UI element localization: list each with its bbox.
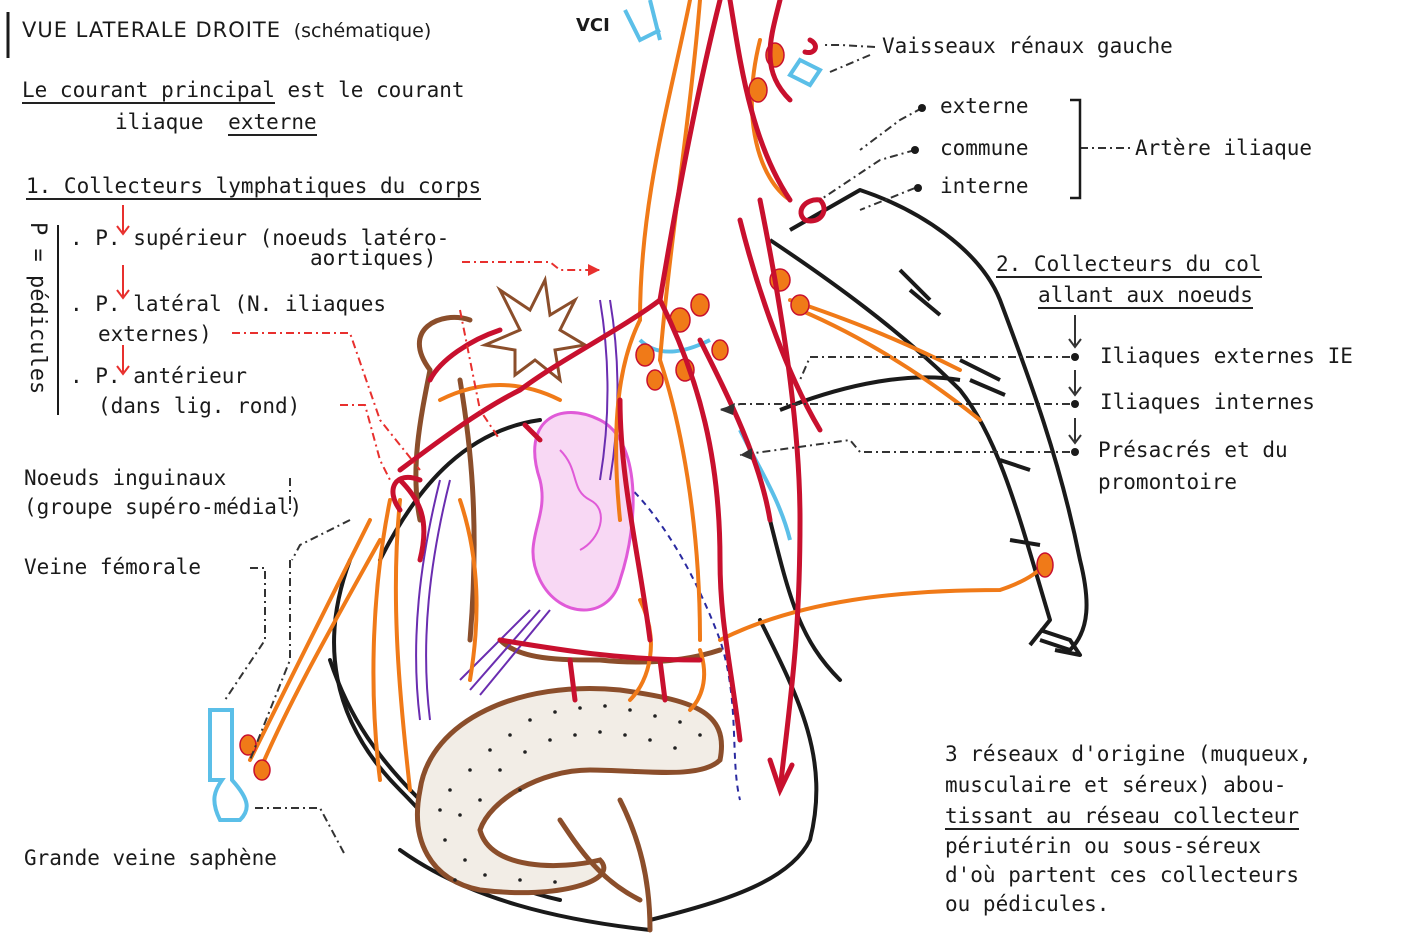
renal-vessels-label: Vaisseaux rénaux gauche xyxy=(882,34,1173,58)
node-arrows xyxy=(1069,315,1081,443)
inguinal-group-label: (groupe supéro-médial) xyxy=(24,495,302,519)
iliac-bracket xyxy=(1070,100,1080,198)
pedicle-superior-2: aortiques) xyxy=(310,246,436,270)
page-title: VUE LATERALE DROITE (schématique) xyxy=(22,18,431,43)
node-presacral-1: Présacrés et du xyxy=(1098,438,1288,462)
intro-external: externe xyxy=(228,110,317,136)
femoral-vein-label: Veine fémorale xyxy=(24,555,201,579)
pedicule-side-label: P = pédicules xyxy=(22,222,52,422)
note-line-5: d'où partent ces collecteurs xyxy=(945,863,1299,887)
intro-main-current: Le courant principal xyxy=(22,78,275,104)
section1-heading: 1. Collecteurs lymphatiques du corps xyxy=(26,174,481,200)
pedicle-anterior-1: . P. antérieur xyxy=(70,364,247,388)
pedicle-lateral-1: . P. latéral (N. iliaques xyxy=(70,292,386,316)
intro-line-1: Le courant principal est le courant xyxy=(22,78,465,102)
note-line-1: 3 réseaux d'origine (muqueux, xyxy=(945,742,1312,766)
pedicule-text: P = pédicules xyxy=(25,222,50,394)
iliac-external-label: externe xyxy=(940,94,1029,118)
inguinal-nodes-label: Noeuds inguinaux xyxy=(24,466,226,490)
note-line-4: périutérin ou sous-séreux xyxy=(945,834,1261,858)
pedicle-lateral-2: externes) xyxy=(98,322,212,346)
node-iliac-external: Iliaques externes IE xyxy=(1100,344,1353,368)
title-sub: (schématique) xyxy=(294,20,432,42)
rectum xyxy=(418,688,722,892)
note-line-2: musculaire et séreux) abou- xyxy=(945,773,1286,797)
node-presacral-2: promontoire xyxy=(1098,470,1237,494)
title-main: VUE LATERALE DROITE xyxy=(22,18,281,42)
intro-iliac: iliaque xyxy=(115,110,204,134)
pedicle-anterior-2: (dans lig. rond) xyxy=(98,394,300,418)
iliac-common-label: commune xyxy=(940,136,1029,160)
lymphatic-collectors xyxy=(250,0,1050,790)
section2-heading-2: allant aux noeuds xyxy=(1038,283,1253,309)
note-line-3: tissant au réseau collecteur xyxy=(945,804,1299,830)
iliac-internal-label: interne xyxy=(940,174,1029,198)
intro-line-2: iliaque externe xyxy=(115,110,317,134)
great-saphenous-label: Grande veine saphène xyxy=(24,846,277,870)
iliac-artery-label: Artère iliaque xyxy=(1135,136,1312,160)
section2-heading-1: 2. Collecteurs du col xyxy=(996,252,1262,278)
vci-label: VCI xyxy=(576,14,610,38)
node-iliac-internal: Iliaques internes xyxy=(1100,390,1315,414)
intro-rest: est le courant xyxy=(288,78,465,102)
arteries xyxy=(393,0,824,790)
note-line-6: ou pédicules. xyxy=(945,892,1109,916)
